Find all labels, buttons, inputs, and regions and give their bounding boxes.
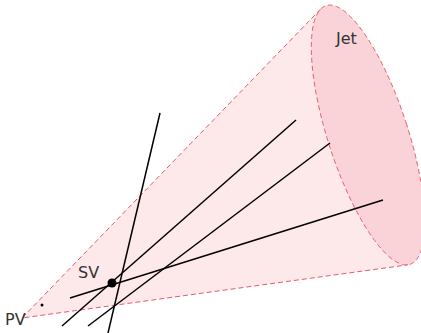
jet-label: Jet: [336, 30, 357, 48]
particle-track: [108, 113, 160, 333]
vertex-label: SV: [78, 264, 99, 282]
particle-track: [88, 143, 330, 326]
particle-track: [62, 120, 296, 326]
vertex-label: PV: [5, 311, 26, 329]
primary-vertex: [41, 304, 44, 307]
secondary-vertex: [108, 279, 117, 288]
jet-cone-outline: [22, 9, 408, 318]
particle-track: [70, 200, 383, 298]
jet-mouth: [311, 5, 421, 265]
